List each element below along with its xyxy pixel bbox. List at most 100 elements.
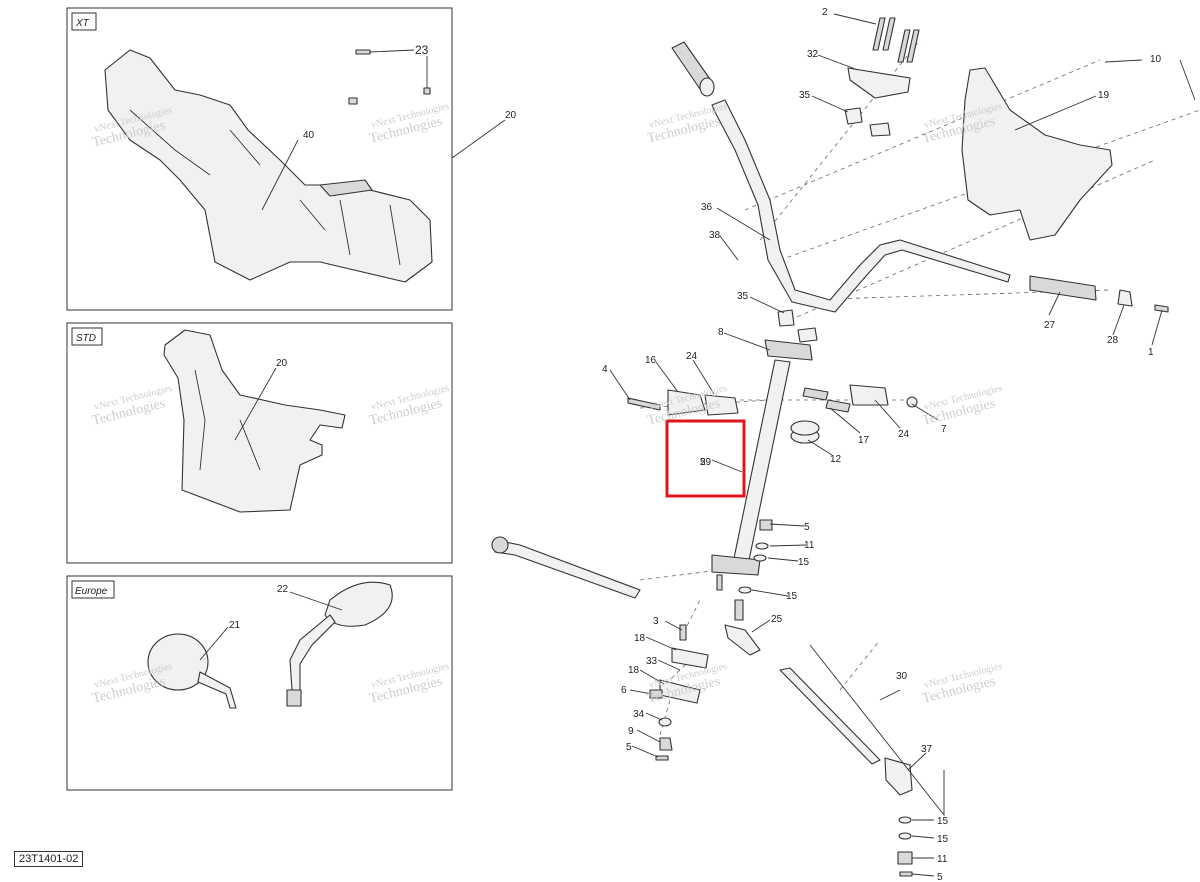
callout-19: 19 (1098, 90, 1110, 101)
washer-15c (898, 816, 912, 824)
screw-1 (1154, 304, 1169, 313)
handlebar-part (711, 99, 1011, 313)
column-top-plate (764, 339, 813, 361)
variant-tag-xt (71, 12, 97, 31)
bracket-18a (671, 647, 709, 669)
callout-28: 28 (1107, 335, 1119, 346)
callout-22: 22 (277, 584, 289, 595)
callout-40: 20 (505, 110, 517, 121)
support-24a (704, 394, 739, 416)
tie-rod-left-end (491, 536, 509, 554)
mirror-right-base (286, 689, 302, 707)
clamp-35-d (797, 327, 818, 343)
panel-std-frame (66, 322, 453, 564)
nut-11b (897, 851, 913, 865)
bolt-3 (679, 624, 687, 641)
bar-end-28 (1117, 289, 1133, 307)
variant-label-std: STD (76, 333, 96, 344)
column-bottom-plate (711, 554, 761, 576)
callout-5a: 5 (804, 522, 810, 533)
steering-column-part (732, 359, 791, 566)
clamp-35-c (777, 309, 795, 327)
callout-24a: 24 (686, 351, 698, 362)
callout-3: 3 (653, 616, 659, 627)
washer-15a (753, 554, 767, 562)
shaft-25 (734, 599, 744, 621)
callout-18b: 18 (628, 665, 640, 676)
callout-21: 21 (229, 620, 241, 631)
pitman-arm-25 (724, 624, 761, 656)
callout-29: 5 (700, 457, 706, 468)
panel-europe: Europe 21 22 (66, 575, 453, 791)
variant-tag-europe (71, 580, 115, 599)
std-shell-part (163, 329, 346, 513)
callout-11a: 11 (804, 540, 815, 551)
callout-10b: 23 (415, 43, 429, 57)
callout-27: 27 (1044, 320, 1056, 331)
callout-25: 25 (771, 614, 783, 625)
callout-2: 2 (822, 7, 828, 18)
callout-15d: 15 (937, 834, 949, 845)
callout-7: 7 (941, 424, 947, 435)
pin-5c (899, 871, 913, 877)
callout-17: 17 (858, 435, 870, 446)
callout-24b: 24 (898, 429, 910, 440)
panel-xt-frame (66, 7, 453, 311)
callout-16: 16 (645, 355, 657, 366)
washer-15d (898, 832, 912, 840)
callout-34: 34 (633, 709, 645, 720)
callout-leaders (609, 13, 1196, 877)
mirror-left-part (147, 633, 209, 691)
washer-6 (649, 689, 663, 699)
callout-20: 20 (276, 358, 288, 369)
grip-right-part (1029, 275, 1097, 301)
spacer-17b (825, 399, 851, 413)
xt-screw-a (355, 49, 371, 55)
callout-35-top: 35 (799, 90, 811, 101)
support-16 (667, 389, 706, 416)
tie-rod-end-37 (884, 757, 913, 796)
bracket-19 (961, 67, 1113, 241)
nut-7 (906, 396, 918, 408)
mirror-left-stem (197, 671, 237, 709)
column-pin (716, 574, 723, 591)
support-24b (849, 384, 889, 406)
callout-6: 6 (621, 685, 627, 696)
bolt-4 (627, 397, 661, 411)
xt-screw-c (348, 97, 358, 105)
xt-shell-part (104, 49, 433, 283)
clamp-35-a (844, 107, 863, 125)
xt-screw-b (423, 87, 431, 95)
bushing-12b (790, 420, 820, 436)
callout-4: 4 (602, 364, 608, 375)
callout-37: 37 (921, 744, 933, 755)
callout-15a: 15 (798, 557, 810, 568)
callout-11b: 11 (937, 854, 948, 865)
variant-label-xt: XT (75, 18, 90, 29)
panel-xt: XT 23 40 (66, 7, 453, 311)
tie-rod-left (494, 539, 641, 599)
washer-15b (738, 586, 752, 594)
panel-europe-frame (66, 575, 453, 791)
callout-5b: 5 (626, 742, 632, 753)
variant-tag-std (71, 327, 103, 346)
callout-35-mid: 35 (737, 291, 749, 302)
highlight-box (665, 419, 746, 498)
bolts-2 (872, 17, 920, 63)
callout-labels: 2 32 35 10 19 36 38 35 27 28 1 8 16 24 4… (602, 7, 1162, 882)
clamp-top-32 (847, 67, 911, 99)
washer-5a (759, 519, 773, 531)
clamp-35-b (869, 122, 891, 137)
spacer-17a (802, 387, 829, 401)
callout-8: 8 (718, 327, 724, 338)
callout-18a: 18 (634, 633, 646, 644)
highlight-label: 29 (700, 457, 712, 468)
pin-5b (655, 755, 669, 761)
callout-15b: 15 (786, 591, 798, 602)
nut-9 (659, 737, 673, 751)
callout-9: 9 (628, 726, 634, 737)
callout-38: 38 (709, 230, 721, 241)
callout-1: 1 (1148, 347, 1154, 358)
callout-36: 36 (701, 202, 713, 213)
